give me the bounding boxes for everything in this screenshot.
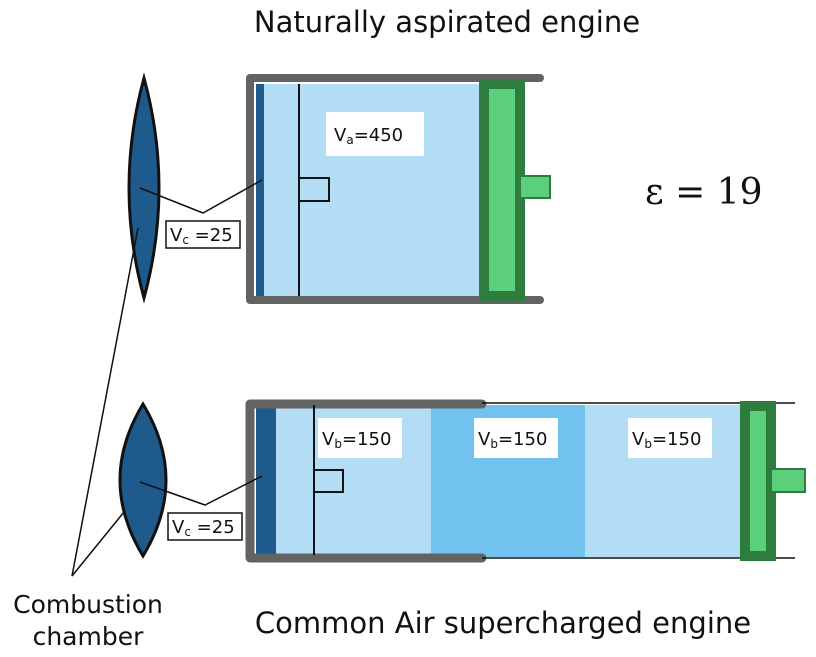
- title-naturally-aspirated: Naturally aspirated engine: [254, 5, 640, 39]
- combustion-chamber-lens-top: [127, 72, 161, 304]
- va-label: Va=450: [334, 125, 403, 147]
- vc-label-top: Vc =25: [170, 225, 233, 247]
- vb-label-box-1: [318, 418, 402, 458]
- piston-rod-top: [519, 175, 551, 199]
- vb-label-box-2: [474, 418, 558, 458]
- callout-label-line1: Combustion: [13, 590, 163, 619]
- piston-top: [479, 79, 525, 301]
- chamber-strip-bottom: [256, 405, 276, 557]
- vc-leader-top: [139, 179, 263, 214]
- callout-line-to-bottom-chamber: [71, 511, 125, 577]
- vb-label-box-3: [628, 418, 712, 458]
- callout-label-line2: chamber: [33, 622, 145, 651]
- notch-bottom: [315, 469, 344, 493]
- vc-label-box-bottom: [167, 512, 243, 541]
- combustion-chamber-lens-bottom: [118, 401, 168, 559]
- piston-rod-bottom: [770, 468, 806, 493]
- cylinder-wall-bottom: [245, 399, 487, 563]
- title-supercharged: Common Air supercharged engine: [255, 606, 751, 640]
- vb-label-3: Vb=150: [632, 429, 701, 451]
- vc-label-box-top: [165, 220, 241, 249]
- vc-label-bottom: Vc =25: [172, 517, 235, 539]
- notch-top: [300, 177, 330, 202]
- va-label-box: [326, 112, 424, 156]
- chamber-strip-top: [256, 84, 264, 296]
- vc-leader-bottom: [139, 475, 263, 506]
- vb-label-2: Vb=150: [478, 429, 547, 451]
- compression-ratio: ε = 19: [645, 172, 763, 213]
- cylinder-wall-top: [246, 74, 544, 304]
- piston-bottom: [740, 401, 776, 561]
- vb-label-1: Vb=150: [322, 429, 391, 451]
- callout-line-to-top-chamber: [71, 227, 139, 577]
